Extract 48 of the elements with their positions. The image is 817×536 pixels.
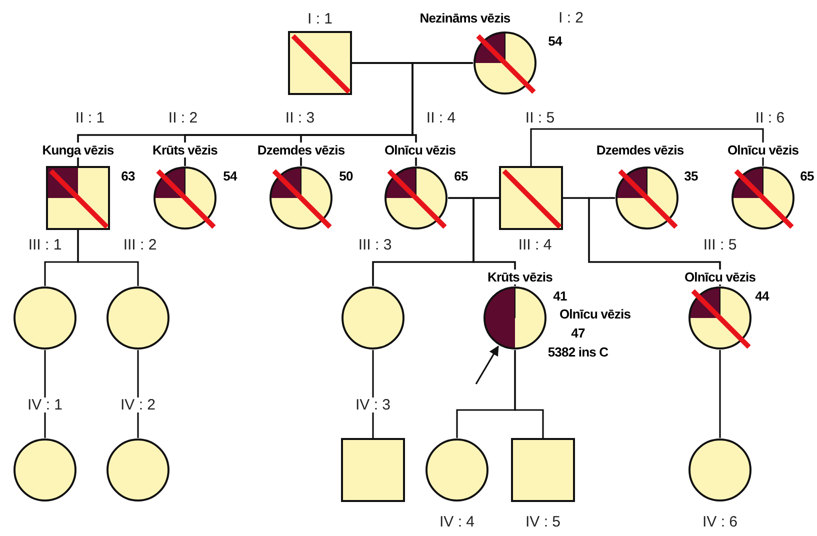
diagnosis-label: Olnīcu vēzis xyxy=(683,270,757,284)
arrow xyxy=(475,346,499,384)
generation-number: IV : 4 xyxy=(438,514,476,530)
generation-number: IV : 2 xyxy=(119,398,157,412)
pedigree-line xyxy=(530,128,764,166)
generation-number: IV : 3 xyxy=(354,398,392,412)
age-label: 44 xyxy=(754,288,770,304)
generation-number: III : 4 xyxy=(517,238,553,252)
generation-number: III : 5 xyxy=(702,238,738,252)
diagnosis-label: Olnīcu vēzis xyxy=(383,142,457,158)
pedigree-line xyxy=(412,62,473,166)
generation-number: III : 2 xyxy=(122,238,158,252)
diagnosis-label: Olnīcu vēzis xyxy=(726,142,800,158)
age-label: 65 xyxy=(453,168,469,184)
diagnosis-label: Dzemdes vēzis xyxy=(595,142,685,158)
age-label: 47 xyxy=(570,326,586,340)
pedigree-line xyxy=(77,230,139,286)
generation-number: IV : 5 xyxy=(524,514,562,530)
diagnosis-label: Krūts vēzis xyxy=(486,270,554,284)
generation-number: II : 2 xyxy=(167,110,199,126)
age-label: 41 xyxy=(552,288,568,304)
pedigree-line xyxy=(472,197,516,286)
generation-number: II : 5 xyxy=(524,110,556,126)
age-label: 65 xyxy=(799,168,815,184)
diagnosis-label: Nezināms vēzis xyxy=(418,10,512,26)
pedigree-line xyxy=(588,197,721,286)
generation-number: IV : 6 xyxy=(701,514,739,530)
diagnosis-label: Dzemdes vēzis xyxy=(256,142,346,158)
generation-number: II : 4 xyxy=(425,110,457,126)
age-label: 54 xyxy=(547,34,563,48)
generation-number: II : 3 xyxy=(284,110,316,126)
pedigree-line xyxy=(719,350,721,438)
generation-number: IV : 1 xyxy=(26,398,64,412)
generation-number: I : 2 xyxy=(558,10,584,26)
diagnosis-label: Krūts vēzis xyxy=(152,142,218,158)
generation-number: III : 1 xyxy=(27,238,63,252)
diagnosis-label: Kunga vēzis xyxy=(41,142,115,158)
age-label: 50 xyxy=(338,168,354,184)
age-label: 63 xyxy=(120,168,136,184)
mutation-label: 5382 ins C xyxy=(546,344,610,360)
generation-number: III : 3 xyxy=(357,238,393,252)
generation-number: II : 6 xyxy=(754,110,786,126)
diagnosis-label: Olnīcu vēzis xyxy=(558,306,632,322)
generation-number: I : 1 xyxy=(306,12,334,26)
generation-number: II : 1 xyxy=(74,110,106,126)
pedigree-line xyxy=(514,350,544,438)
age-label: 35 xyxy=(683,168,699,184)
age-label: 54 xyxy=(222,168,238,184)
